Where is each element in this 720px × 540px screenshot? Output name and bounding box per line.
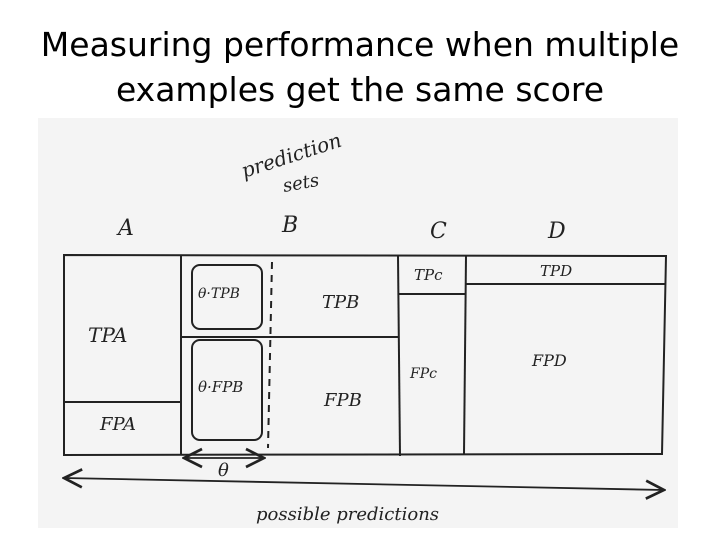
theta-tp-b-label: θ·TPB [198, 286, 240, 302]
fp-c-label: FPc [409, 366, 437, 382]
tp-d-label: TPD [540, 262, 572, 280]
tp-c-label: TPc [414, 266, 443, 284]
tp-a-label: TPA [88, 323, 127, 347]
theta-label: θ [218, 460, 229, 481]
sketch-background [38, 118, 678, 528]
divider-c-d [463, 255, 467, 455]
column-d-header: D [547, 219, 566, 244]
title-line-1: Measuring performance when multiple [40, 25, 680, 64]
column-a-header: A [116, 216, 134, 241]
theta-fp-box [191, 339, 263, 441]
theta-dashed-line [267, 261, 273, 449]
column-b-header: B [281, 213, 298, 238]
theta-fp-b-label: θ·FPB [198, 378, 243, 396]
tp-b-label: TPB [322, 292, 359, 313]
slide-title: Measuring performance when multiple exam… [0, 22, 720, 112]
prediction-sets-label-2: sets [281, 170, 320, 197]
possible-predictions-label: possible predictions [256, 504, 439, 525]
fp-d-label: FPD [531, 351, 567, 370]
title-line-2: examples get the same score [115, 70, 605, 109]
fp-a-label: FPA [99, 414, 136, 435]
possible-predictions-arrow [64, 478, 664, 490]
theta-tp-box [191, 264, 263, 330]
column-c-header: C [430, 219, 447, 244]
outer-box [63, 253, 668, 457]
divider-b-c [397, 255, 401, 457]
fp-b-label: FPB [323, 390, 362, 411]
